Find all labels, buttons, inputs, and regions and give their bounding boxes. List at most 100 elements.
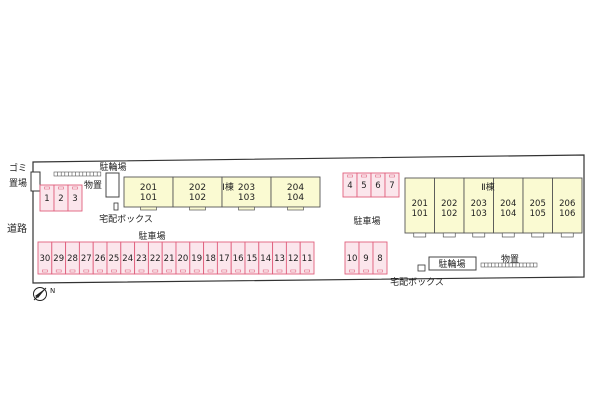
parking-space: 30 [37,241,53,275]
bike-parking-right: 駐輪場 [428,256,477,271]
parking-space-number: 12 [288,254,299,264]
parking-space: 28 [65,241,80,275]
parking-space: 12 [285,241,301,275]
storage-fence [53,171,102,177]
parking-space: 19 [189,241,205,275]
delivery-box-right: 宅配ボックス [390,264,444,288]
wheel-stop [276,269,283,273]
building-2-upper-unit-number: 206 [559,199,575,209]
parking-space-number: 8 [377,254,382,264]
wheel-stop [304,269,310,273]
parking-label-left: 駐車場 [138,230,165,242]
parking-space: 14 [258,241,274,275]
wheel-stop [389,174,395,178]
parking-space: 26 [92,241,108,275]
wheel-stop [124,269,131,273]
delivery-box-left-label: 宅配ボックス [99,213,153,225]
parking-space: 21 [161,241,177,275]
parking-space-number: 24 [122,254,133,264]
bike-parking-left-label: 駐輪場 [99,161,126,173]
wheel-stop [97,269,103,273]
parking-space-number: 6 [375,181,380,191]
building-1-unit-porch [287,206,304,211]
building-1-upper-unit-number: 204 [287,183,304,193]
parking-space: 6 [370,172,386,198]
building-2-upper-unit-number: 205 [530,199,546,209]
building-1-lower-unit-number: 104 [287,193,304,203]
parking-space-number: 18 [205,254,216,264]
parking-space-box [372,241,388,275]
building-1-label: Ⅰ棟 [222,181,234,193]
building-2-unit-porch [472,232,486,238]
parking-space-number: 9 [363,254,368,264]
parking-space-number: 17 [219,254,230,264]
parking-space-number: 14 [260,254,271,264]
parking-space: 16 [230,241,246,275]
wheel-stop [55,269,62,273]
building-2-unit-box [493,177,524,234]
wheel-stop [44,186,50,190]
building-2-unit-box [404,177,435,234]
building-1-unit-box [221,176,272,208]
parking-space: 3 [67,184,83,212]
building-2-unit-box [434,177,465,234]
parking-space-number: 22 [150,254,161,264]
parking-space-box [299,241,315,275]
wheel-stop [207,269,214,273]
wheel-stop [375,174,381,178]
parking-space: 17 [216,241,232,275]
parking-space-number: 5 [361,181,366,191]
parking-space: 9 [358,241,374,275]
parking-space: 10 [344,241,360,275]
bike-parking-left-box [105,172,120,198]
parking-space-number: 2 [58,194,63,204]
wheel-stop [166,269,172,273]
parking-space-number: 28 [67,254,78,264]
bike-parking-right-label: 駐輪場 [438,258,465,270]
building-1-upper-unit-number: 201 [140,183,157,193]
parking-space-number: 11 [302,254,313,264]
building-2-unit-porch [413,232,427,238]
building-2-upper-unit-number: 201 [412,199,428,209]
delivery-box-left-icon [113,202,119,211]
parking-label-middle: 駐車場 [353,215,380,227]
wheel-stop [349,269,355,273]
wheel-stop [249,269,255,273]
wheel-stop [363,269,369,273]
wheel-stop [58,186,64,190]
building-1-unit-porch [189,206,206,211]
wheel-stop [361,174,367,178]
parking-space-number: 3 [72,194,77,204]
wheel-stop [193,269,200,273]
parking-space-number: 16 [233,254,244,264]
building-2-lower-unit-number: 104 [500,209,516,219]
parking-space-number: 13 [274,254,285,264]
wheel-stop [69,269,76,273]
garbage-label-line2: 置場 [9,177,27,189]
parking-space-box [384,172,400,198]
parking-space-number: 29 [53,254,64,264]
wheel-stop [221,269,228,273]
building-2-unit-box [552,177,583,234]
parking-space: 25 [106,241,122,275]
building-1-upper-unit-number: 202 [189,183,206,193]
building-2-lower-unit-number: 106 [559,209,575,219]
parking-space-number: 19 [191,254,202,264]
parking-space-number: 10 [347,254,358,264]
building-1-lower-unit-number: 102 [189,193,206,203]
wheel-stop [42,269,48,273]
delivery-box-right-label: 宅配ボックス [390,276,444,288]
wheel-stop [83,269,90,273]
parking-space: 22 [147,241,163,275]
storage-left: 物置 [53,171,102,191]
storage-left-label: 物置 [84,179,102,191]
